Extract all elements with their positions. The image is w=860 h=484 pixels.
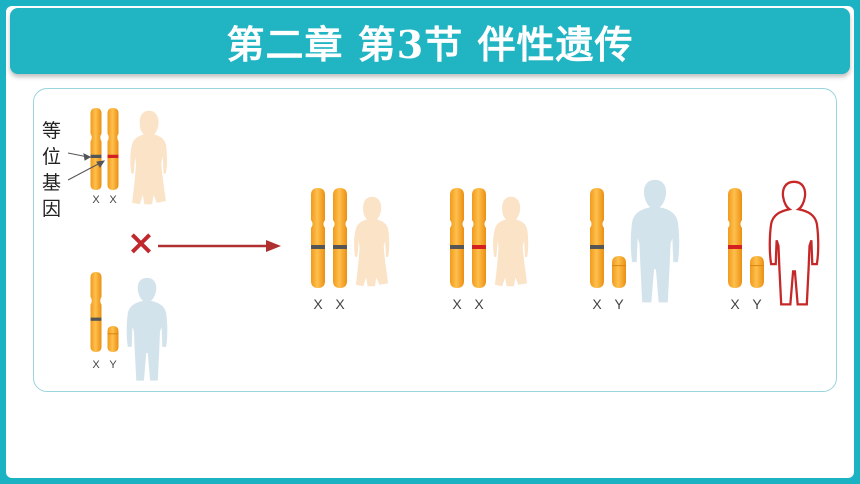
male-silhouette-icon bbox=[630, 179, 680, 303]
allele-label-char: 因 bbox=[42, 198, 62, 220]
mutant-allele-band bbox=[728, 245, 742, 249]
diagram-panel bbox=[33, 88, 837, 392]
normal-allele-band bbox=[90, 317, 102, 321]
normal-allele-band bbox=[590, 245, 604, 249]
x-chromosome-body bbox=[450, 188, 464, 288]
chromosome-label: X bbox=[109, 194, 117, 206]
x-chromosome-body bbox=[590, 188, 604, 288]
chromosome-label: X bbox=[592, 296, 602, 312]
chromosome-label: Y bbox=[752, 296, 762, 312]
affected-male-silhouette-icon bbox=[768, 180, 820, 306]
offspring-x-chromosome bbox=[590, 188, 604, 288]
offspring-y-chromosome bbox=[612, 256, 626, 288]
normal-allele-band bbox=[90, 154, 102, 159]
x-chromosome-body bbox=[472, 188, 486, 288]
chromosome-label: X bbox=[474, 296, 484, 312]
allele-label-char: 基 bbox=[42, 172, 62, 194]
x-chromosome-body bbox=[107, 108, 119, 190]
cross-arrow bbox=[158, 240, 281, 252]
chromosome-label: X bbox=[730, 296, 740, 312]
allele-label-char: 等 bbox=[42, 120, 62, 142]
chromosome-label: X bbox=[335, 296, 345, 312]
title-bar: 第二章 第3节 伴性遗传 bbox=[10, 8, 850, 74]
offspring-y-chromosome bbox=[750, 256, 764, 288]
allele-pointer-arrows bbox=[67, 152, 106, 181]
allele-label-char: 位 bbox=[42, 146, 62, 168]
female-silhouette-icon bbox=[493, 196, 529, 287]
normal-allele-band bbox=[450, 245, 464, 249]
cross-symbol: × bbox=[127, 223, 156, 263]
mutant-allele-band bbox=[107, 154, 119, 159]
normal-allele-band bbox=[311, 245, 325, 249]
male-silhouette-icon bbox=[126, 277, 168, 381]
x-chromosome-body bbox=[333, 188, 347, 288]
mother-x-chromosome-2 bbox=[107, 108, 119, 190]
chromosome-label: Y bbox=[614, 296, 624, 312]
female-silhouette-icon bbox=[130, 110, 168, 205]
mother-x-chromosome-1 bbox=[90, 108, 102, 190]
chromosome-label: X bbox=[452, 296, 462, 312]
page-title: 第二章 第3节 伴性遗传 bbox=[226, 21, 634, 67]
x-chromosome-body bbox=[90, 108, 102, 190]
x-chromosome-body bbox=[311, 188, 325, 288]
chromosome-label: Y bbox=[109, 359, 117, 371]
chromosome-label: X bbox=[92, 359, 100, 371]
normal-allele-band bbox=[333, 245, 347, 249]
x-chromosome-body bbox=[728, 188, 742, 288]
father-x-chromosome bbox=[90, 272, 102, 352]
x-chromosome-body bbox=[90, 272, 102, 352]
offspring-x-chromosome bbox=[728, 188, 742, 288]
mutant-allele-band bbox=[472, 245, 486, 249]
offspring-x-chromosome bbox=[311, 188, 325, 288]
offspring-x-chromosome bbox=[450, 188, 464, 288]
father-y-chromosome bbox=[107, 326, 119, 352]
offspring-x-chromosome bbox=[333, 188, 347, 288]
offspring-x-chromosome bbox=[472, 188, 486, 288]
chromosome-label: X bbox=[92, 194, 100, 206]
female-silhouette-icon bbox=[354, 196, 390, 287]
chromosome-label: X bbox=[313, 296, 323, 312]
